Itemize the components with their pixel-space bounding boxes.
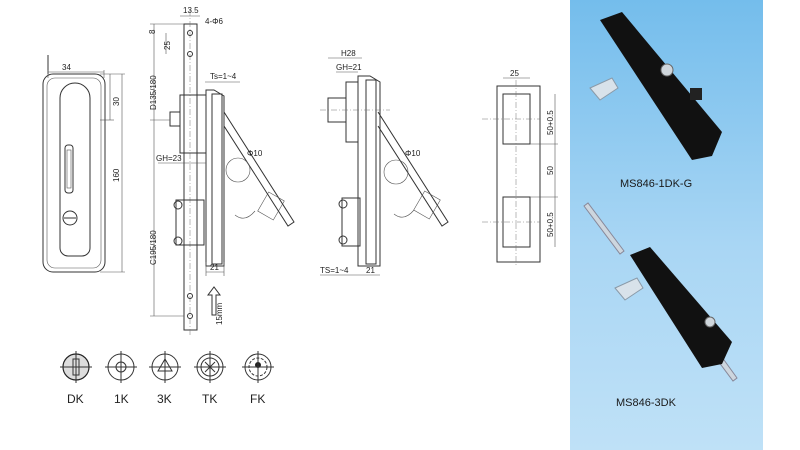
cutout-upper-dim: 50+0.5 [546,110,555,135]
front-view: 34 30 160 [42,55,125,273]
product-model-2: MS846-3DK [616,397,677,409]
key-type-icons: DK 1K 3K TK FK [60,351,274,406]
holes-dim: 4-Φ6 [205,17,223,26]
product-model-1: MS846-1DK-G [620,178,692,190]
lock-photo-3dk [583,202,738,382]
key-label-3k: 3K [157,392,172,406]
upper-length-dim: D135/180 [149,75,158,110]
cutout-middle-dim: 50 [546,166,555,175]
triangle-key-icon [149,351,181,383]
hole-pitch-dim: 25 [163,41,172,50]
ts-dim: Ts=1~4 [210,72,237,81]
handle-dia-dim: Φ10 [247,149,263,158]
handle-dia2-dim: Φ10 [405,149,421,158]
side-view-standard: H28 GH=21 Φ10 TS=1~4 21 [320,49,449,276]
front-height-dim: 160 [112,168,121,182]
special-key-icon [242,351,274,383]
key-label-fk: FK [250,392,265,406]
key-label-1k: 1K [114,392,129,406]
gh2-dim: GH=21 [336,63,362,72]
depth-dim: 21 [210,263,219,272]
single-key-icon [105,351,137,383]
top-offset-dim: 8 [148,29,157,34]
product-photos: MS846-1DK-G MS846-3DK [583,12,738,409]
front-width-dim: 34 [62,63,71,72]
depth2-dim: 21 [366,266,375,275]
product-photo-panel: MS846-1DK-G MS846-3DK [570,0,763,450]
lock-photo-1dk-g [589,12,722,160]
key-label-dk: DK [67,392,84,406]
gh-dim: GH=23 [156,154,182,163]
key-label-tk: TK [202,392,217,406]
rod-width-dim: 13.5 [183,6,199,15]
slot-key-icon [60,351,92,383]
front-top-dim: 30 [112,97,121,106]
cutout-width-dim: 25 [510,69,519,78]
h-dim: H28 [341,49,356,58]
cutout-lower-dim: 50+0.5 [546,212,555,237]
lower-length-dim: C195/180 [149,230,158,265]
stroke-dim: 15mm [215,302,224,325]
ts2-dim: TS=1~4 [320,266,349,275]
panel-cutout-view: 25 50+0.5 50 50+0.5 [482,69,558,265]
cross-key-icon [194,351,226,383]
side-view-rod-type: 13.5 4-Φ6 8 25 D135/180 Ts=1~4 GH=23 C19… [148,6,295,335]
